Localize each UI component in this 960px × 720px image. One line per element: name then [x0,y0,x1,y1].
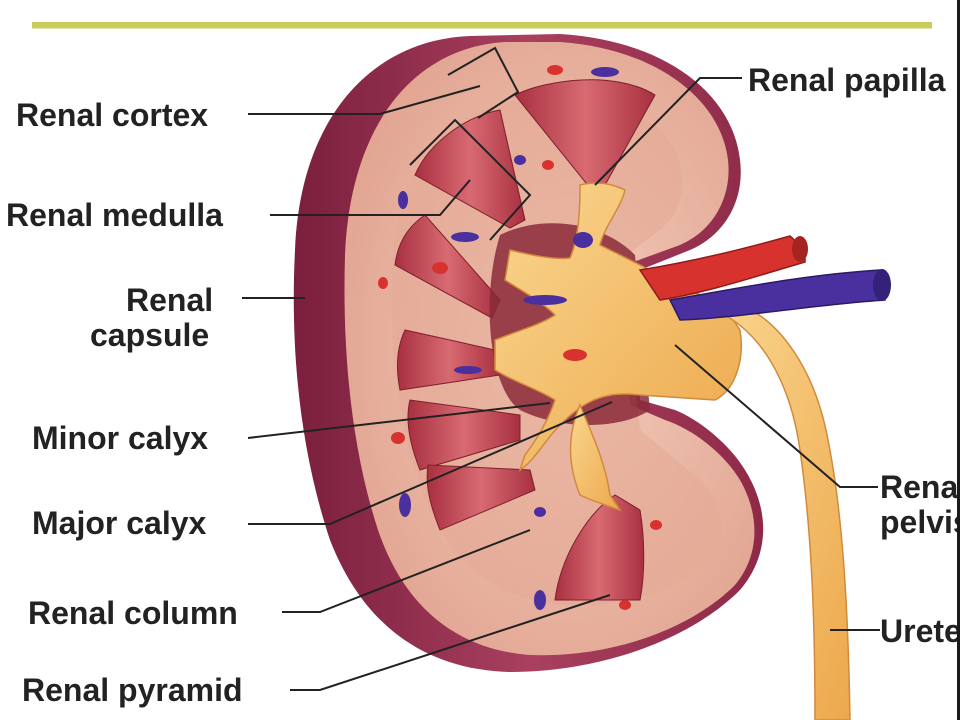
label-renal-pelvis-line1: Renal [880,469,960,505]
leader-renal-medulla [270,179,471,216]
renal-pelvis-group [494,182,742,512]
leader-renal-papilla [594,77,742,186]
label-renal-pyramid: Renal pyramid [22,672,243,708]
label-renal-papilla: Renal papilla [748,62,946,98]
renal-pyramid-6 [426,464,536,531]
leader-renal-column [282,529,531,613]
leader-minor-calyx [247,402,551,439]
interlobar-vessels [378,65,662,610]
renal-pyramid-2 [414,109,526,229]
renal-pyramid-1 [514,79,656,189]
leader-lines [242,46,880,691]
label-renal-medulla: Renal medulla [6,197,223,233]
label-renal-capsule-line1: Renal [126,282,214,318]
renal-pyramid-4 [397,329,501,391]
renal-pyramid-7 [554,494,645,601]
leader-renal-pyramid [290,594,611,691]
leader-renal-pelvis [674,344,878,488]
title-accent-line [32,28,932,29]
title-accent-bar [32,22,932,28]
leader-renal-cortex [248,85,481,115]
major-calyx-upper [494,182,742,472]
leader-renal-cortex-bracket [447,46,520,119]
label-minor-calyx: Minor calyx [32,420,209,456]
label-renal-capsule-line2: capsule [90,317,210,353]
label-renal-column: Renal column [28,595,238,631]
label-renal-pelvis-line2: pelvis [880,504,960,540]
ureter-shape [712,304,851,720]
leader-renal-medulla-bracket [409,118,532,241]
label-major-calyx: Major calyx [32,505,207,541]
minor-calyx-lower [569,403,622,512]
label-ureter: Ureter [880,613,960,649]
label-renal-cortex: Renal cortex [16,97,209,133]
slide-edge [957,0,960,720]
leader-major-calyx [248,401,613,525]
